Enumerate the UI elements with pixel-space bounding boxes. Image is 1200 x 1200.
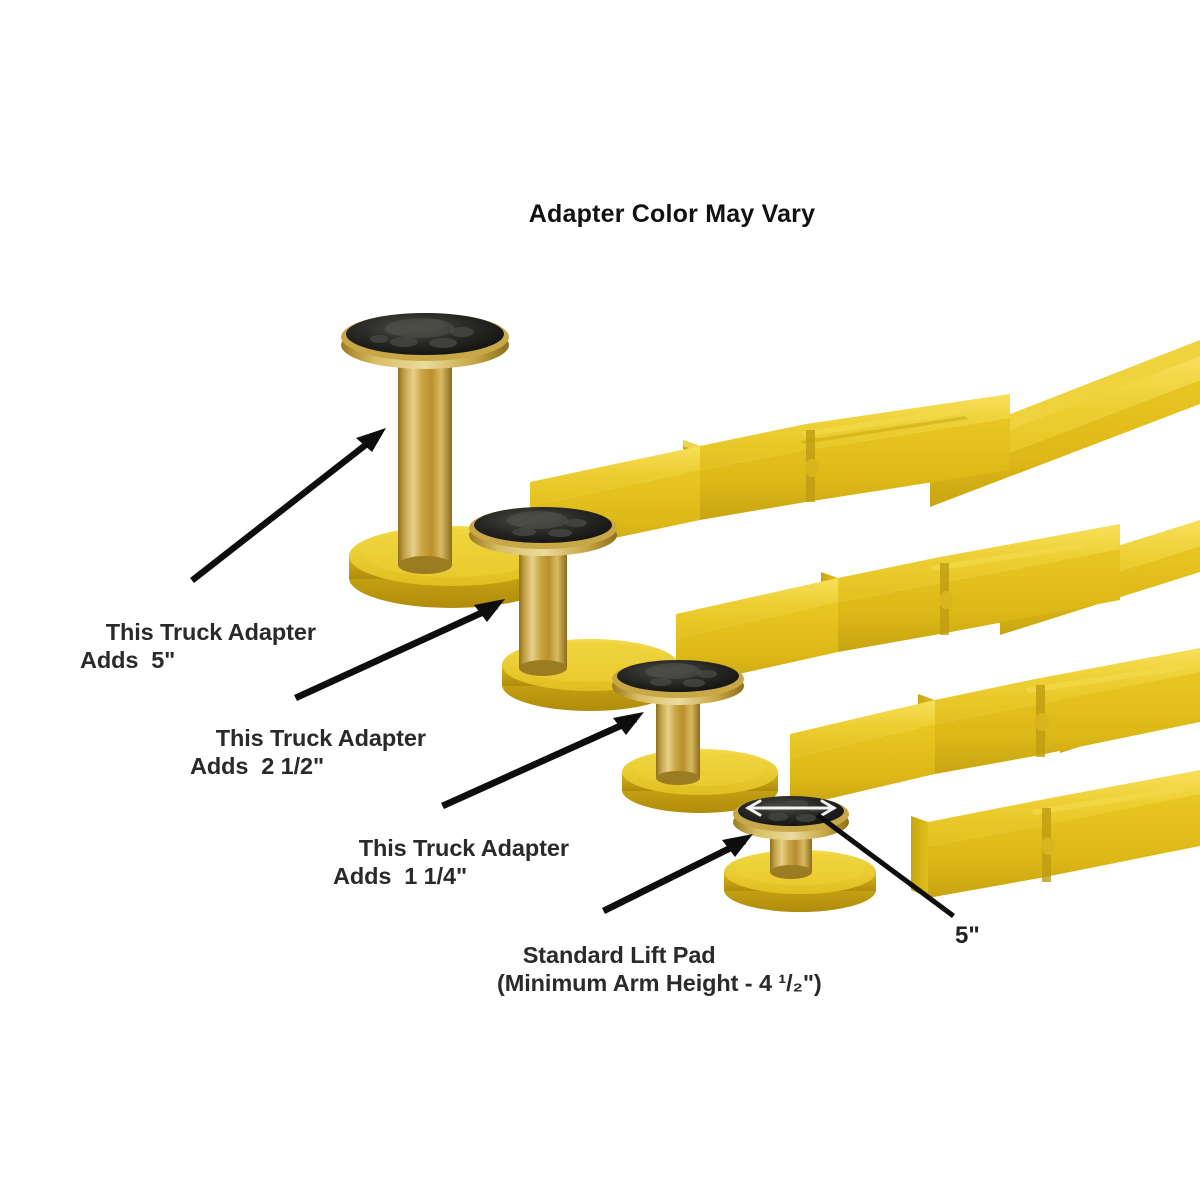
arrow-to-adapter-2-5in: [294, 599, 505, 701]
arrow-to-adapter-5in: [190, 428, 386, 583]
lift-arm-1: [530, 340, 1200, 556]
truck-adapter-5in: [341, 313, 509, 574]
callout-arrows: [190, 428, 955, 918]
pad-diameter-arrow: [745, 799, 837, 817]
callout-line-2: Adds 5": [80, 647, 176, 674]
callout-line-2: Adds 2 1/2": [190, 753, 325, 780]
page-title-text: Adapter Color May Vary: [528, 200, 816, 228]
page-title: Adapter Color May Vary: [0, 200, 1200, 229]
callout-line-2: (Minimum Arm Height - 4 ¹/₂"): [497, 970, 822, 997]
lift-arm-4: [911, 770, 1200, 898]
arrow-to-standard-lift-pad: [602, 834, 753, 914]
lift-arm-3: [790, 648, 1200, 808]
callout-line-1: This Truck Adapter: [358, 835, 569, 862]
arrow-to-pad-diameter: [816, 813, 955, 918]
callout-standard-lift-pad: Standard Lift Pad(Minimum Arm Height - 4…: [497, 913, 822, 1054]
callout-line-1: Standard Lift Pad: [522, 942, 716, 969]
callout-line-1: This Truck Adapter: [105, 619, 316, 646]
truck-adapter-2-5in: [469, 507, 617, 676]
callout-line-1: This Truck Adapter: [215, 725, 426, 752]
lift-arm-2: [676, 520, 1200, 688]
pad-diameter-label: 5": [955, 922, 980, 949]
truck-adapter-1-25in: [612, 660, 744, 785]
standard-lift-pad: [733, 796, 849, 879]
arrow-to-adapter-1-25in: [441, 712, 644, 809]
callout-line-2: Adds 1 1/4": [333, 863, 468, 890]
